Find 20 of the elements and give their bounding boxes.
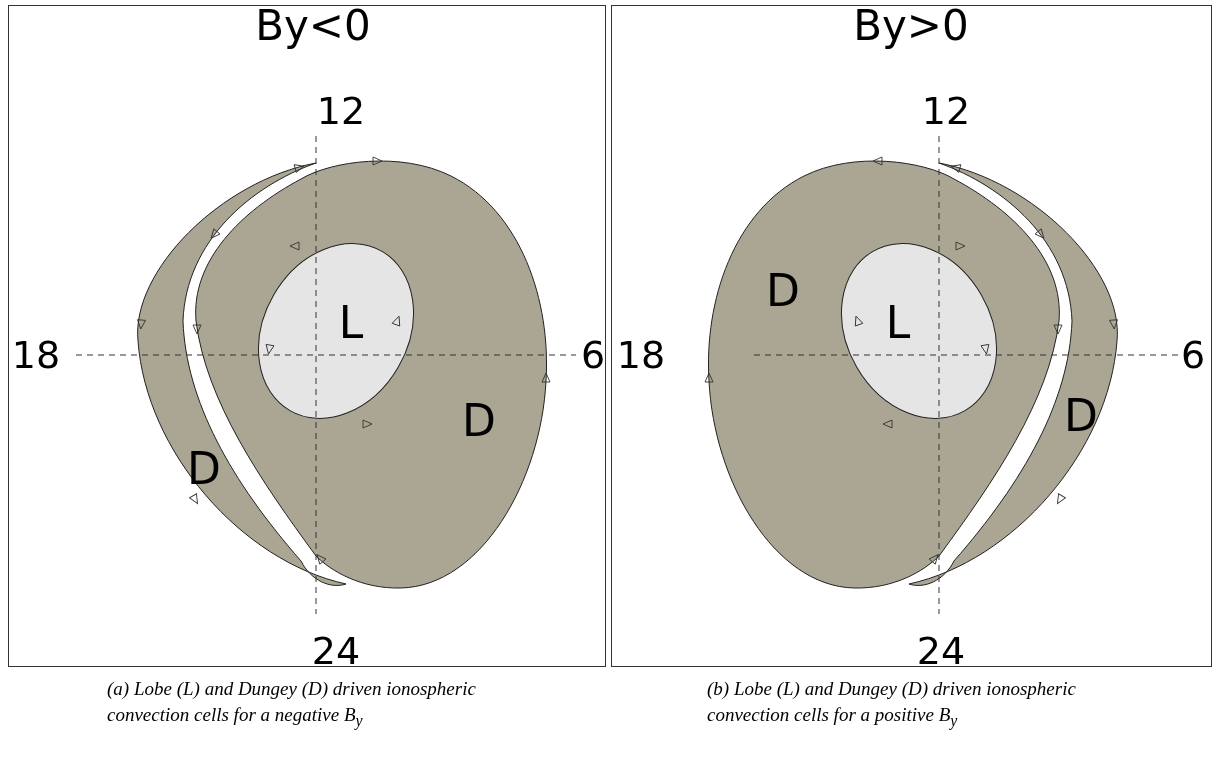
hour-label: 12: [921, 92, 971, 130]
cell-letter: D: [1064, 394, 1098, 438]
cell-letter: D: [766, 269, 800, 313]
panel-frame: [8, 5, 606, 667]
cell-letter: D: [187, 447, 221, 491]
hour-label: 24: [311, 632, 361, 670]
hour-label: 6: [580, 336, 606, 374]
panel-frame: [611, 5, 1212, 667]
cell-letter: D: [462, 399, 496, 443]
figure-caption: (b) Lobe (L) and Dungey (D) driven ionospheric convection cells for a positive B$_{y}$: [707, 677, 1077, 731]
hour-label: 24: [916, 632, 966, 670]
hour-label: 6: [1180, 336, 1206, 374]
hour-label: 18: [11, 336, 61, 374]
cell-letter: L: [885, 301, 911, 345]
panel-title: By>0: [853, 5, 969, 47]
hour-label: 12: [316, 92, 366, 130]
hour-label: 18: [616, 336, 666, 374]
figure-caption: (a) Lobe (L) and Dungey (D) driven ionospheric convection cells for a negative B$_{y}$: [107, 677, 477, 731]
cell-letter: L: [338, 301, 364, 345]
panel-title: By<0: [255, 5, 371, 47]
